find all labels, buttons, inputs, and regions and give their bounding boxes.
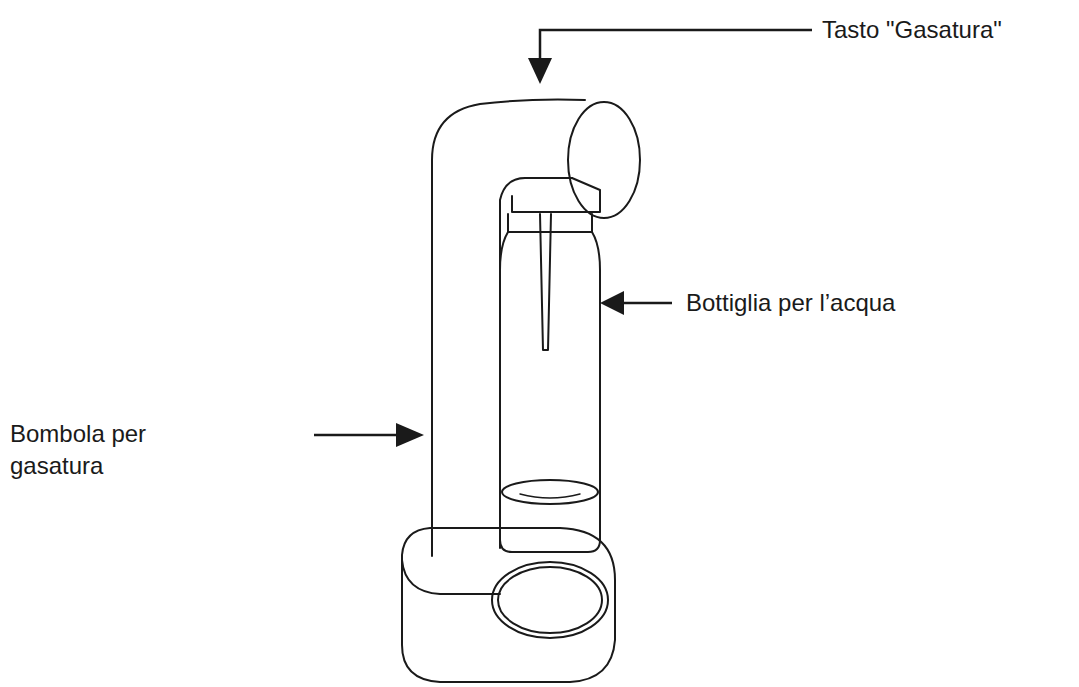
leader-line: [540, 30, 812, 62]
leader-line: [314, 434, 400, 437]
leader-line: [620, 302, 672, 305]
button-label: Tasto "Gasatura": [822, 14, 1002, 46]
head-cap: [568, 102, 640, 218]
arrowhead: [396, 423, 424, 447]
column-body: [432, 100, 585, 557]
nozzle: [512, 178, 600, 212]
arrowhead: [528, 58, 552, 84]
carbonation-tube: [540, 214, 551, 350]
arrowhead: [600, 291, 624, 315]
cylinder-label: Bombola per gasatura: [10, 418, 210, 482]
bottle-label: Bottiglia per l’acqua: [686, 287, 895, 319]
water-surface: [502, 480, 598, 504]
water-bottle: [500, 214, 600, 552]
bottle-seat: [492, 562, 608, 638]
head-underside: [500, 178, 572, 240]
base-top-edge: [402, 560, 500, 594]
